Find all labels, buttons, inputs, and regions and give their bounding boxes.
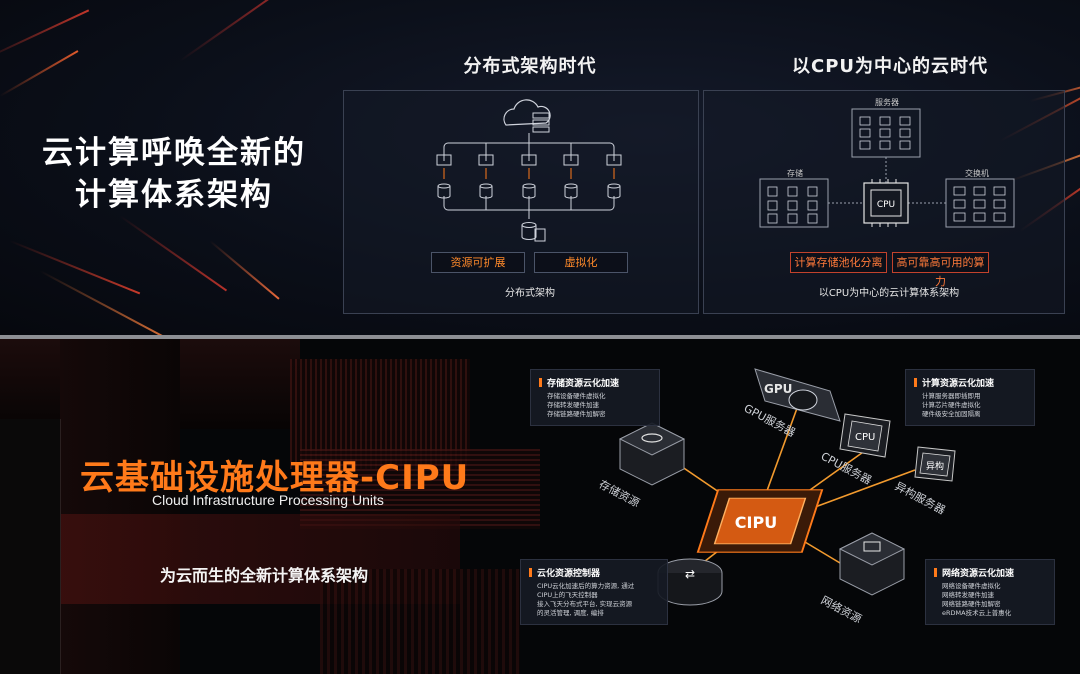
- card-network-accel: 网络资源云化加速 网络设备硬件虚拟化 网络转发硬件加速 网络链路硬件加解密 eR…: [925, 559, 1055, 625]
- card-controller-title: 云化资源控制器: [529, 566, 659, 579]
- card-storage-title: 存储资源云化加速: [539, 376, 651, 389]
- cipu-chip-icon: [696, 489, 824, 553]
- rack-items: [767, 116, 1006, 224]
- storage-label: 存储: [787, 169, 803, 178]
- cpu-chip-text: CPU: [877, 200, 895, 210]
- tag-reliability: 高可靠高可用的算力: [892, 252, 989, 288]
- node-group: [436, 154, 622, 242]
- distributed-diagram: 资源可扩展 虚拟化 分布式架构: [343, 90, 699, 314]
- storage-rack: [759, 178, 829, 228]
- card-compute-title: 计算资源云化加速: [914, 376, 1026, 389]
- top-panel: 云计算呼唤全新的 计算体系架构 分布式架构时代: [0, 0, 1080, 335]
- card-line: CIPU上的飞天控制器: [537, 591, 598, 599]
- tag-pooling: 计算存储池化分离: [790, 252, 887, 273]
- cipu-slogan: 为云而生的全新计算体系架构: [160, 566, 369, 585]
- cipu-chip-text: CIPU: [735, 513, 777, 532]
- gpu-card-icon: GPU: [754, 368, 841, 422]
- switch-rack: [945, 178, 1015, 228]
- card-compute-accel: 计算资源云化加速 计算服务器即插即用 计算芯片硬件虚拟化 硬件级安全加固隔离: [905, 369, 1035, 426]
- card-line: 存储设备硬件虚拟化: [547, 392, 606, 400]
- bottom-panel: CIPU GPU CPU 异构 ⇄: [0, 339, 1080, 674]
- gpu-card-text: GPU: [764, 382, 792, 396]
- cpu-chip-icon: CPU: [863, 179, 909, 227]
- tag-scalable: 资源可扩展: [431, 252, 525, 273]
- cpu-era-title: 以CPU为中心的云时代: [791, 56, 989, 77]
- cloud-icon: [503, 99, 551, 126]
- cpu-centric-diagram: 服务器 存储 交换机: [703, 90, 1065, 314]
- card-line: 网络转发硬件加速: [942, 591, 994, 599]
- card-line: 硬件级安全加固隔离: [922, 410, 981, 418]
- cpu-server-chip-text: CPU: [855, 432, 875, 443]
- cpu-centric-topology: CPU: [759, 108, 1015, 228]
- card-line: 网络设备硬件虚拟化: [942, 582, 1001, 590]
- network-cube-icon: [838, 532, 906, 596]
- cpu-centric-caption: 以CPU为中心的云计算体系架构: [818, 288, 960, 299]
- distributed-caption: 分布式架构: [505, 288, 555, 299]
- card-line: 存储转发硬件加速: [547, 401, 599, 409]
- hetero-chip-icon: 异构: [914, 446, 956, 482]
- card-line: 的灵活管理, 调度, 编排: [537, 609, 604, 617]
- cipu-topology: CIPU GPU CPU 异构 ⇄: [618, 368, 956, 606]
- server-label: 服务器: [875, 98, 899, 107]
- card-storage-accel: 存储资源云化加速 存储设备硬件虚拟化 存储转发硬件加速 存储链路硬件加解密: [530, 369, 660, 426]
- cpu-server-chip-icon: CPU: [839, 413, 891, 458]
- server-icon: [532, 112, 550, 133]
- card-line: 计算服务器即插即用: [922, 392, 981, 400]
- distributed-topology: [436, 99, 622, 242]
- panel-divider: [0, 335, 1080, 339]
- cipu-title: 云基础设施处理器-CIPU: [80, 458, 470, 498]
- card-line: 计算芯片硬件虚拟化: [922, 401, 981, 409]
- card-line: CIPU云化加速后的算力资源, 通过: [537, 582, 635, 590]
- orange-arrows: [443, 168, 615, 179]
- distributed-title: 分布式架构时代: [463, 56, 597, 77]
- card-line: 接入飞天分布式平台, 实现云资源: [537, 600, 633, 608]
- card-line: eRDMA技术云上普惠化: [942, 609, 1012, 617]
- svg-text:⇄: ⇄: [685, 567, 695, 581]
- card-network-title: 网络资源云化加速: [934, 566, 1046, 579]
- headline: 云计算呼唤全新的 计算体系架构: [38, 132, 310, 216]
- card-line: 网络链路硬件加解密: [942, 600, 1001, 608]
- hetero-chip-text: 异构: [926, 460, 944, 472]
- switch-label: 交换机: [965, 169, 989, 178]
- network-disc-icon: ⇄: [657, 558, 723, 606]
- card-line: 存储链路硬件加解密: [547, 410, 606, 418]
- tag-virtualization: 虚拟化: [534, 252, 628, 273]
- storage-cube-icon: [618, 422, 686, 486]
- cipu-subtitle: Cloud Infrastructure Processing Units: [152, 492, 384, 508]
- headline-line-1: 云计算呼唤全新的: [42, 135, 306, 171]
- headline-line-2: 计算体系架构: [75, 177, 273, 213]
- card-resource-controller: 云化资源控制器 CIPU云化加速后的算力资源, 通过 CIPU上的飞天控制器 接…: [520, 559, 668, 625]
